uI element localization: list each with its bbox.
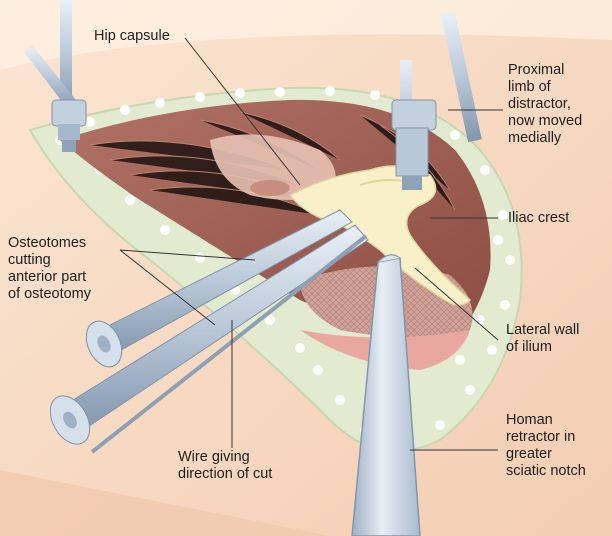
label-lateral-wall-of-ilium: Lateral wall of ilium [506,322,579,356]
label-osteotomes: Osteotomes cutting anterior part of oste… [8,235,91,303]
label-homan-retractor: Homan retractor in greater sciatic notch [506,412,586,480]
label-proximal-limb-of-distractor: Proximal limb of distractor, now moved m… [508,62,582,147]
label-wire-giving-direction: Wire giving direction of cut [178,449,272,483]
label-hip-capsule: Hip capsule [94,28,170,45]
label-iliac-crest: Iliac crest [508,210,569,227]
capsule-opening [250,180,290,196]
